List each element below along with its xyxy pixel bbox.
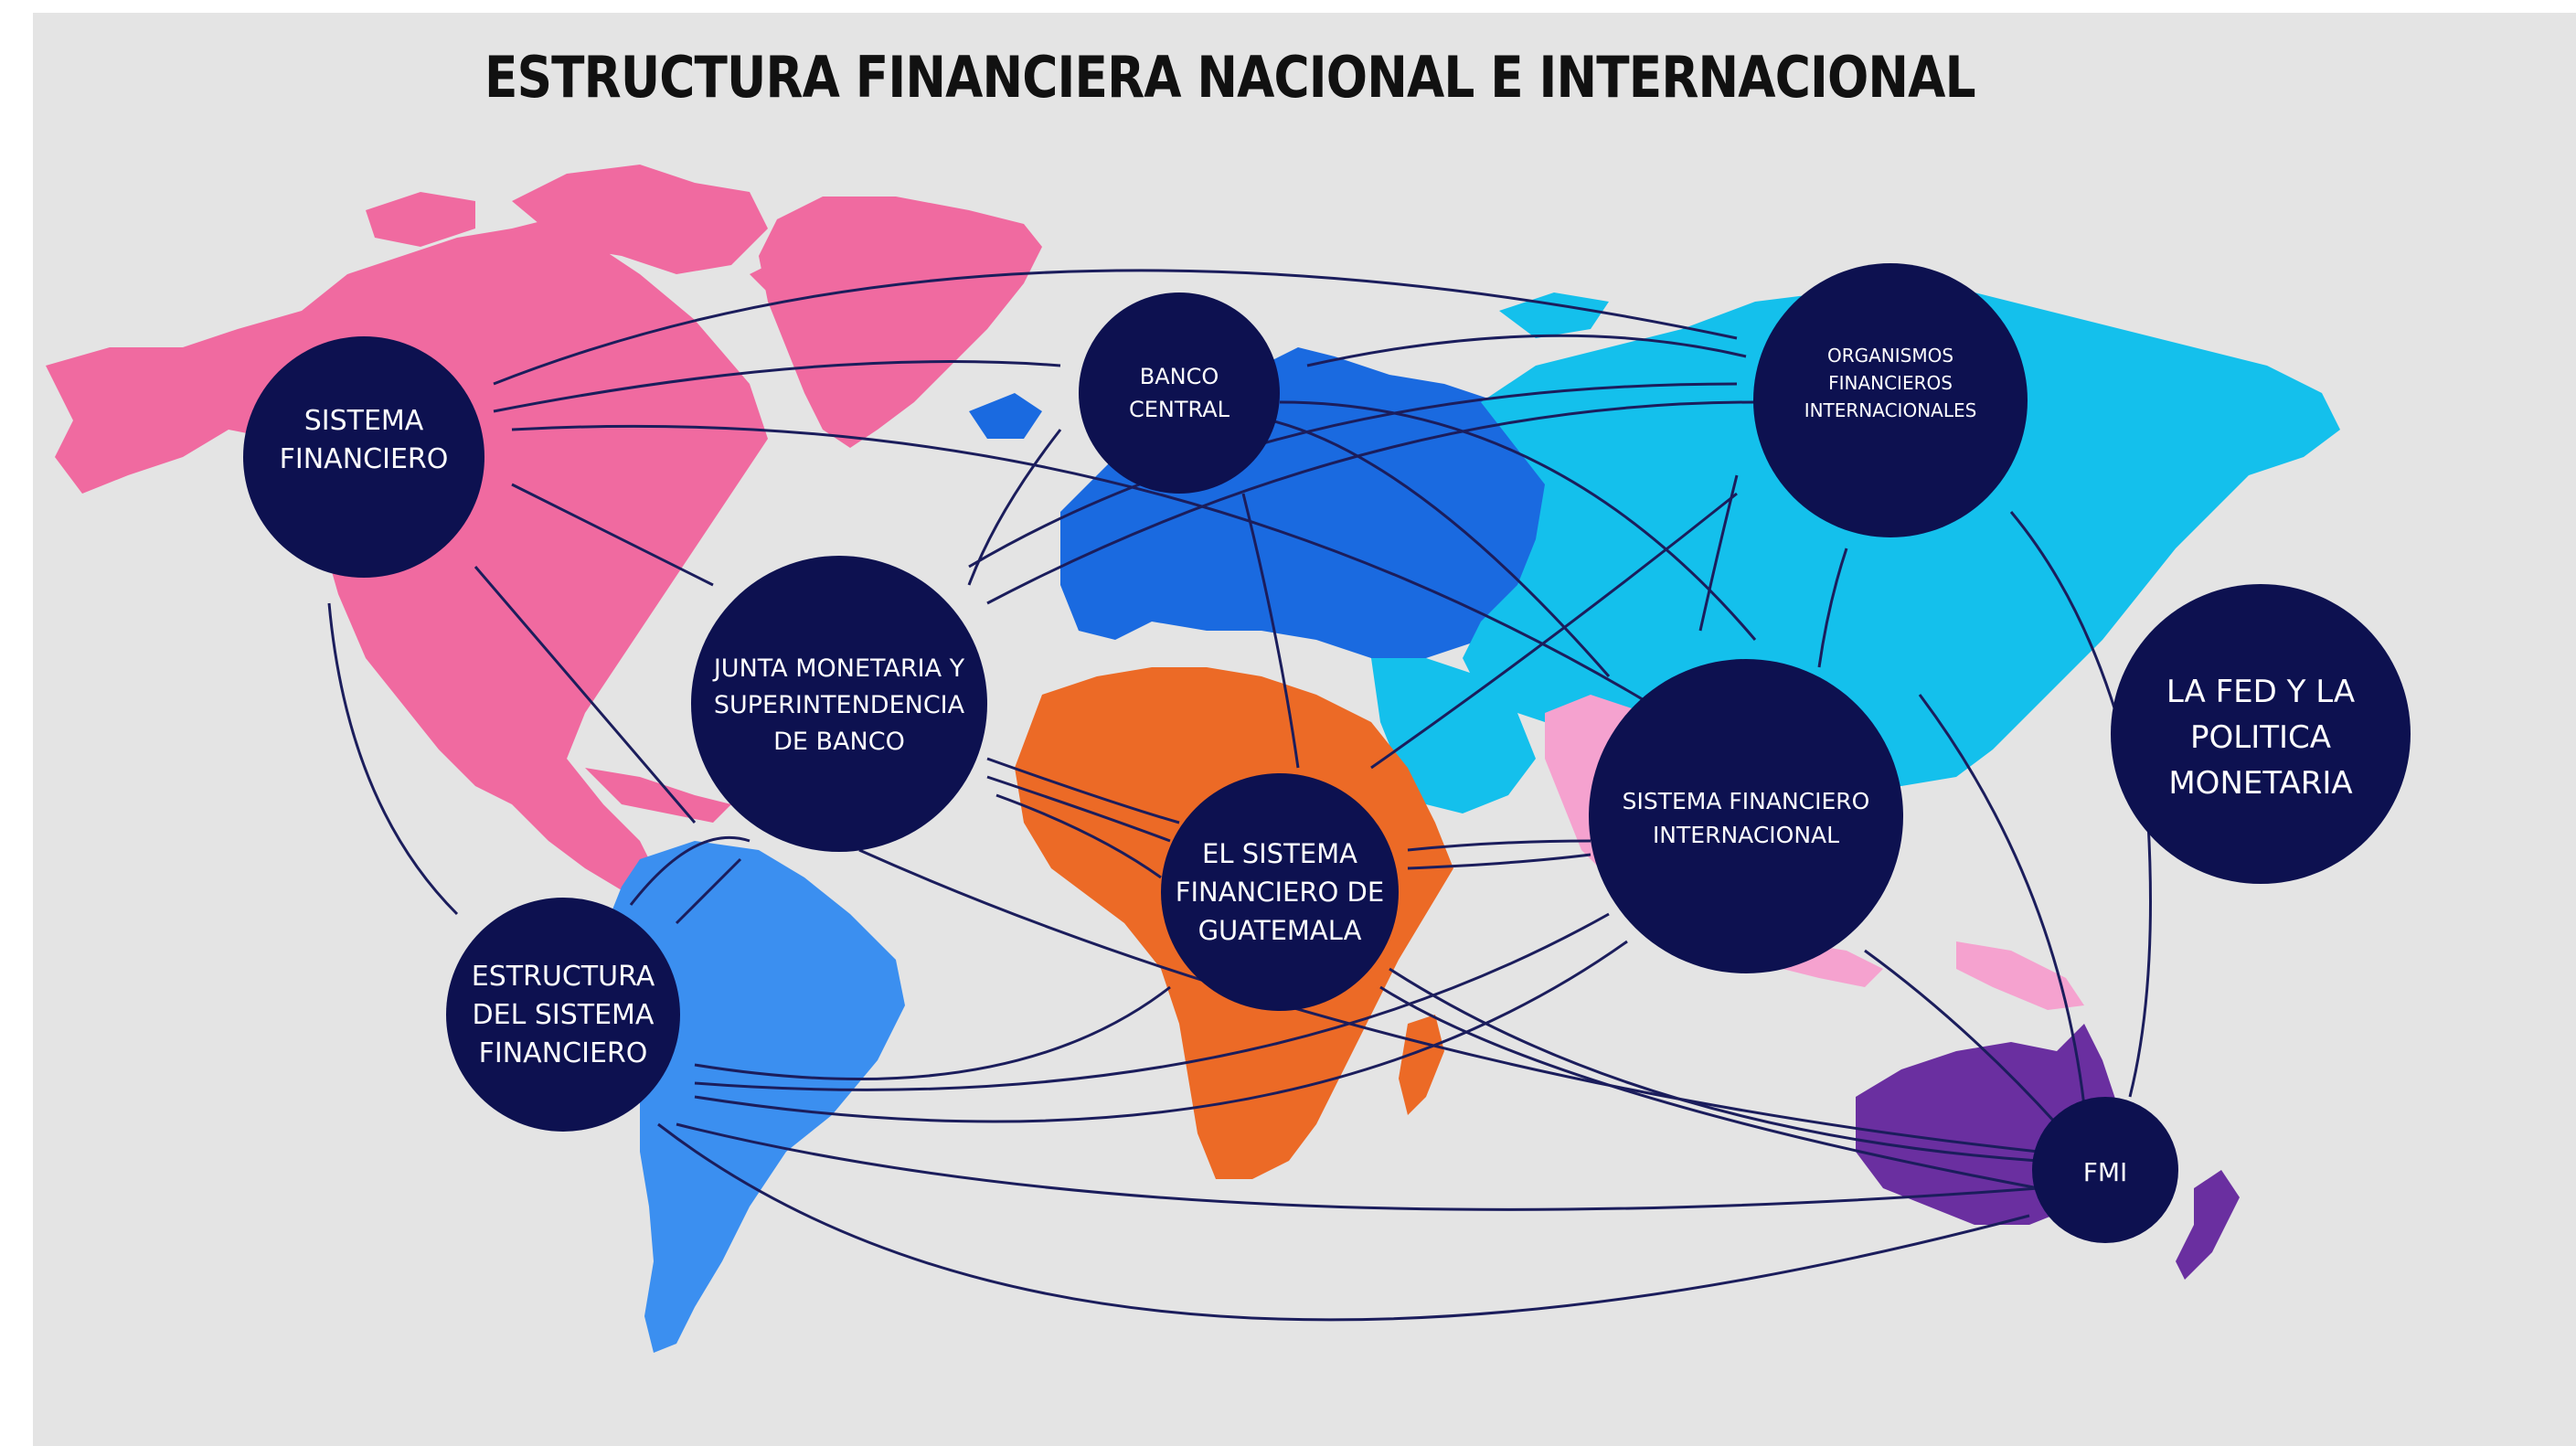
connection-line	[967, 429, 1062, 586]
node-fmi[interactable]: FMI	[2032, 1097, 2178, 1243]
diagram-title: ESTRUCTURA FINANCIERA NACIONAL E INTERNA…	[484, 44, 1976, 111]
connection-line	[694, 912, 1610, 1091]
svg-text:FMI: FMI	[2083, 1157, 2128, 1187]
connection-line	[1279, 400, 1757, 641]
connection-line	[1241, 493, 1300, 769]
node-fed-politica-monetaria[interactable]: LA FED Y LA POLITICA MONETARIA	[2111, 584, 2411, 884]
node-label-line: GUATEMALA	[1198, 915, 1362, 946]
node-junta-monetaria[interactable]: JUNTA MONETARIA Y SUPERINTENDENCIA DE BANC…	[691, 556, 987, 852]
connection-line	[1407, 839, 1591, 852]
node-label-line: CENTRAL	[1129, 397, 1230, 422]
connection-line	[2128, 822, 2152, 1098]
connection-line	[1918, 694, 2086, 1107]
node-label-line: BANCO	[1140, 364, 1219, 389]
connection-line	[986, 757, 1180, 824]
connection-line	[1306, 334, 1747, 367]
connection-line	[1389, 967, 2039, 1163]
connection-line	[1370, 492, 1738, 770]
connection-line	[1864, 949, 2059, 1126]
node-label-line: DEL SISTEMA	[473, 999, 655, 1031]
greenland-shape	[759, 197, 1042, 448]
connection-line	[493, 269, 1738, 386]
connection-line	[511, 424, 1738, 760]
top-border	[0, 0, 2576, 11]
connection-line	[493, 360, 1061, 413]
node-label-line: SISTEMA FINANCIERO	[1623, 788, 1870, 814]
node-label-line: LA FED Y LA	[2166, 674, 2355, 710]
node-label-line: FINANCIERO	[280, 443, 449, 475]
node-label-line: FINANCIERO	[479, 1037, 648, 1069]
connection-line	[968, 382, 1738, 569]
connection-line	[657, 1122, 2030, 1322]
node-label-line: ORGANISMOS	[1827, 345, 1953, 367]
arabia-shape	[1371, 658, 1536, 813]
connection-line	[1698, 474, 1739, 632]
connection-lines	[327, 269, 2152, 1322]
node-banco-central[interactable]: BANCO CENTRAL	[1079, 292, 1280, 494]
connection-line	[986, 775, 1171, 843]
node-label-line: DE BANCO	[773, 728, 905, 756]
connection-line	[995, 793, 1162, 879]
connection-line	[694, 940, 1628, 1123]
node-organismos-financieros[interactable]: ORGANISMOS FINANCIEROS INTERNACIONALES	[1753, 263, 2028, 537]
connection-line	[474, 566, 697, 824]
south-america-shape	[603, 841, 905, 1353]
connection-line	[1270, 419, 1611, 677]
node-label-line: FINANCIEROS	[1828, 372, 1953, 394]
connection-line	[327, 602, 459, 916]
node-sistema-internacional[interactable]: SISTEMA FINANCIERO INTERNACIONAL	[1589, 659, 1903, 973]
node-label-line: POLITICA	[2190, 719, 2331, 756]
node-label-line: FMI	[2083, 1157, 2128, 1187]
connection-line	[511, 483, 714, 587]
connection-line	[676, 1122, 2039, 1211]
node-label-line: EL SISTEMA	[1202, 838, 1357, 869]
connection-line	[694, 985, 1171, 1080]
node-label-line: INTERNACIONALES	[1804, 399, 1977, 421]
node-label-line: JUNTA MONETARIA Y	[712, 654, 965, 683]
node-label-line: SISTEMA	[304, 405, 424, 437]
connection-line	[1407, 853, 1591, 870]
node-label-line: FINANCIERO DE	[1176, 877, 1384, 908]
node-label-line: MONETARIA	[2168, 765, 2352, 802]
node-label-line: SUPERINTENDENCIA	[714, 691, 965, 719]
connection-line	[675, 857, 742, 925]
connection-line	[1379, 985, 2039, 1190]
node-sistema-guatemala[interactable]: EL SISTEMA FINANCIERO DE GUATEMALA	[1161, 773, 1399, 1011]
nodes: SISTEMA FINANCIERO BANCO CENTRAL ORGANISMO…	[243, 263, 2411, 1243]
node-label-line: ESTRUCTURA	[472, 961, 655, 993]
node-estructura-sistema[interactable]: ESTRUCTURA DEL SISTEMA FINANCIERO	[446, 898, 680, 1132]
connection-line	[629, 835, 750, 906]
node-label-line: INTERNACIONAL	[1653, 822, 1839, 848]
north-america-shape	[46, 165, 1006, 896]
caribbean-shape	[585, 768, 731, 823]
node-sistema-financiero[interactable]: SISTEMA FINANCIERO	[243, 336, 484, 578]
connection-line	[1817, 548, 1848, 668]
connection-line	[858, 848, 2039, 1154]
connection-line	[986, 400, 1756, 605]
